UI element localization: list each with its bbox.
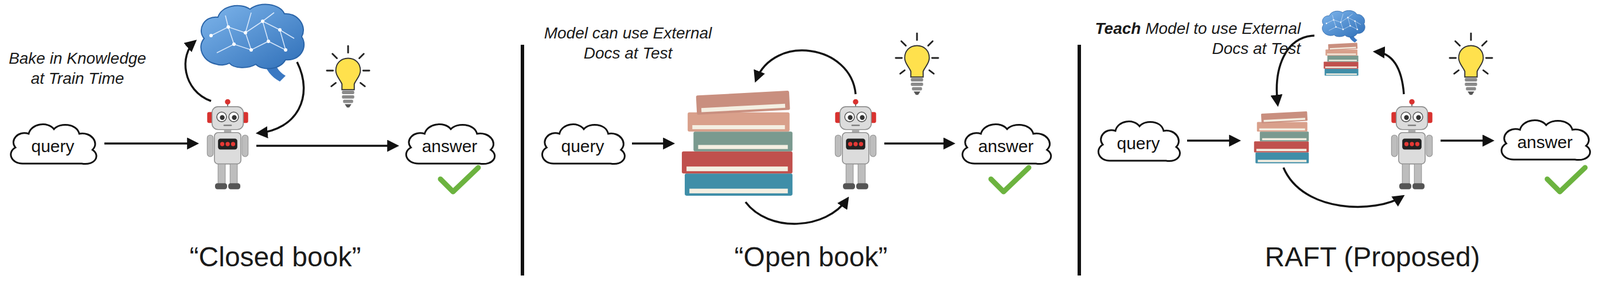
flow-arrows xyxy=(104,41,397,146)
check-mark xyxy=(990,167,1029,192)
panel-divider xyxy=(1077,44,1082,276)
brain-icon xyxy=(200,4,304,82)
books-icon xyxy=(1254,111,1309,164)
bulb-icon xyxy=(895,33,939,95)
annotation-text: Bake in Knowledge at Train Time xyxy=(2,48,153,89)
cloud-outline xyxy=(1501,120,1590,160)
books-icon xyxy=(1323,42,1358,76)
check-mark xyxy=(1547,167,1586,192)
panel-title: RAFT (Proposed) xyxy=(1264,239,1480,275)
cloud-label: answer xyxy=(1517,132,1574,152)
brain-icon xyxy=(1322,10,1365,43)
cloud-node: query xyxy=(1092,114,1185,167)
cloud-label: answer xyxy=(422,136,478,156)
books-icon xyxy=(681,90,793,196)
bulb-icon xyxy=(326,45,370,108)
robot-icon xyxy=(1391,99,1432,190)
cloud-node: query xyxy=(536,117,630,170)
cloud-label: query xyxy=(560,136,604,156)
annotation-text: Teach Model to use External Docs at Test xyxy=(1093,18,1301,59)
flow-arrows xyxy=(631,50,954,224)
cloud-outline xyxy=(406,124,495,165)
panel-title: “Open book” xyxy=(734,239,888,275)
cloud-outline xyxy=(962,124,1051,165)
cloud-node: answer xyxy=(955,117,1056,170)
robot-icon xyxy=(834,99,876,190)
bulb-icon xyxy=(1449,33,1493,95)
cloud-node: answer xyxy=(399,117,500,170)
check-mark xyxy=(440,167,479,192)
cloud-outline xyxy=(10,124,97,165)
panel-title: “Closed book” xyxy=(189,239,362,275)
annotation-text: Model can use External Docs at Test xyxy=(533,22,723,64)
cloud-node: query xyxy=(4,117,101,170)
cloud-outline xyxy=(1098,121,1180,162)
cloud-label: answer xyxy=(978,136,1034,156)
cloud-label: query xyxy=(1116,133,1160,153)
robot-icon xyxy=(207,99,248,190)
cloud-node: answer xyxy=(1495,113,1595,166)
flow-arrows xyxy=(1187,35,1493,207)
cloud-label: query xyxy=(30,136,74,156)
panel-divider xyxy=(520,44,525,276)
cloud-outline xyxy=(541,124,625,165)
